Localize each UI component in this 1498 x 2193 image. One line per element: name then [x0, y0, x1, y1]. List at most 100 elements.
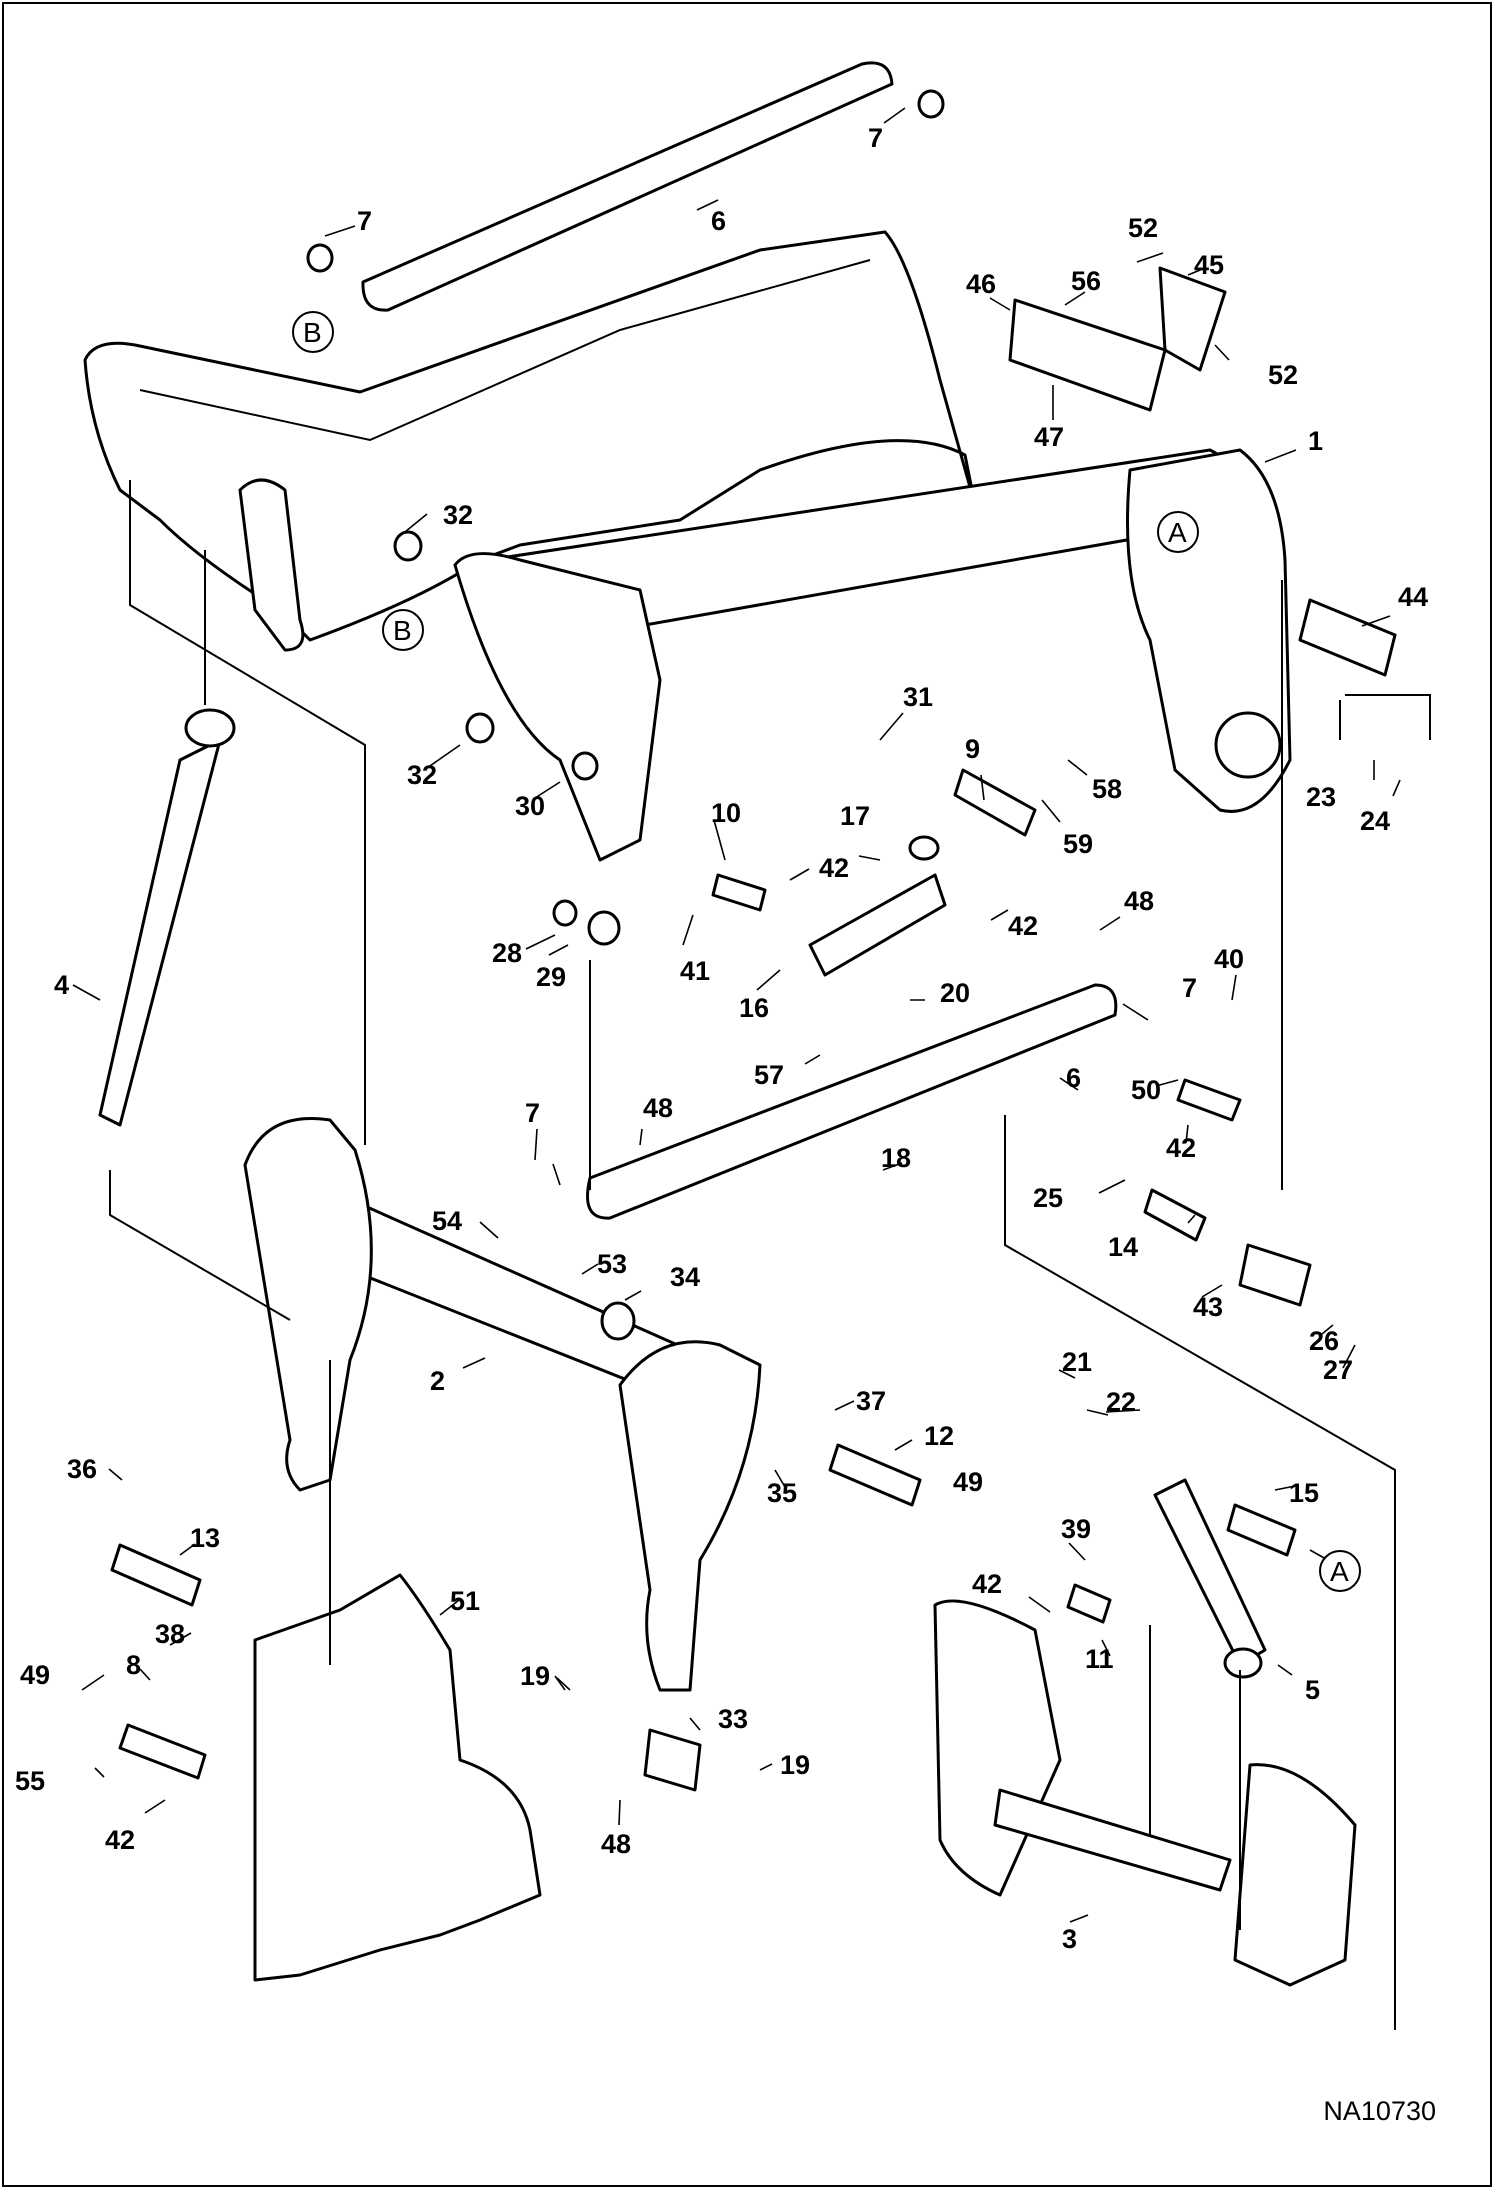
pin-13: [110, 1543, 202, 1607]
link-bar-upper: [361, 61, 894, 312]
pin-50: [1176, 1078, 1242, 1122]
callout-label: 59: [1063, 829, 1093, 859]
assembly-reference-lines: [109, 480, 1431, 2030]
sleeve-43: [1238, 1243, 1312, 1307]
callout-label: 12: [924, 1421, 954, 1451]
callout-label: 30: [515, 791, 545, 821]
callout-label: 49: [953, 1467, 983, 1497]
spacer-14: [1143, 1188, 1207, 1242]
callout-label: 58: [1092, 774, 1122, 804]
callout-label: 15: [1289, 1478, 1319, 1508]
cap-17: [908, 835, 940, 861]
callout-label: 23: [1306, 782, 1336, 812]
callout-label: 7: [868, 123, 883, 153]
callout-label: 17: [840, 801, 870, 831]
bracket-45: [1158, 266, 1227, 372]
tool-carrier-cross-tube: [993, 1788, 1232, 1892]
pin-8: [118, 1723, 207, 1780]
callout-label: 19: [520, 1661, 550, 1691]
callout-label: 52: [1268, 360, 1298, 390]
callout-label: 25: [1033, 1183, 1063, 1213]
right-plate-bore: [1214, 711, 1282, 779]
callout-label: 20: [940, 978, 970, 1008]
callout-label: 21: [1062, 1347, 1092, 1377]
svg-text:B: B: [303, 317, 322, 348]
callout-label: 3: [1062, 1924, 1077, 1954]
callout-label: 39: [1061, 1514, 1091, 1544]
arm-frame-inner-edge: [139, 259, 871, 442]
pin-12: [828, 1443, 922, 1507]
cylinder-5-eye: [1223, 1647, 1263, 1679]
callout-label: 57: [754, 1060, 784, 1090]
side-bracket-51: [253, 1573, 542, 1982]
callout-label: 49: [20, 1660, 50, 1690]
bushing-32-lower: [465, 712, 495, 744]
drawing-number: NA10730: [1323, 2096, 1436, 2126]
plate-56: [1008, 298, 1167, 412]
callout-label: 13: [190, 1523, 220, 1553]
callout-label: 44: [1398, 582, 1428, 612]
callout-label: 52: [1128, 213, 1158, 243]
bushing-34: [600, 1301, 636, 1341]
tower-right: [618, 1340, 762, 1692]
svg-text:A: A: [1330, 1556, 1349, 1587]
bushing-7-top: [917, 89, 945, 119]
callout-label: 32: [443, 500, 473, 530]
ref-marker-b-top: B: [292, 311, 334, 353]
callout-label: 51: [450, 1586, 480, 1616]
callout-label: 37: [856, 1386, 886, 1416]
callout-label: 24: [1360, 806, 1390, 836]
callout-label: 16: [739, 993, 769, 1023]
left-side-plate: [453, 552, 662, 862]
bushing-32-upper: [393, 530, 423, 562]
callout-label: 40: [1214, 944, 1244, 974]
pin-15: [1226, 1503, 1297, 1557]
callout-label: 48: [643, 1093, 673, 1123]
link-support-left: [238, 478, 305, 652]
callout-label: 34: [670, 1262, 700, 1292]
callout-label: 31: [903, 682, 933, 712]
bushing-44: [1298, 598, 1397, 677]
bushing-30: [571, 751, 599, 781]
callout-label: 53: [597, 1249, 627, 1279]
callout-label: 42: [1008, 911, 1038, 941]
callout-label: 29: [536, 962, 566, 992]
callout-label: 43: [1193, 1292, 1223, 1322]
bushing-29: [587, 910, 621, 946]
svg-text:B: B: [393, 615, 412, 646]
callout-leaders: [72, 107, 1401, 1923]
pin-9: [953, 768, 1037, 837]
callout-label: 56: [1071, 266, 1101, 296]
callout-label: 55: [15, 1766, 45, 1796]
callout-label: 41: [680, 956, 710, 986]
callout-label: 8: [126, 1650, 141, 1680]
channel-bracket-16: [808, 873, 947, 977]
callout-label: 48: [601, 1829, 631, 1859]
callout-label: 6: [711, 206, 726, 236]
callout-label: 54: [432, 1206, 462, 1236]
callout-label: 35: [767, 1478, 797, 1508]
callout-label: 14: [1108, 1232, 1138, 1262]
callout-label: 5: [1305, 1675, 1320, 1705]
callout-label: 46: [966, 269, 996, 299]
callout-label: 18: [881, 1143, 911, 1173]
callout-label: 1: [1308, 426, 1323, 456]
callout-label: 50: [1131, 1075, 1161, 1105]
callout-label: 47: [1034, 422, 1064, 452]
pin-11: [1066, 1583, 1112, 1624]
callout-label: 7: [357, 206, 372, 236]
callout-label: 26: [1309, 1326, 1339, 1356]
tower-left: [243, 1117, 373, 1492]
callout-label: 33: [718, 1704, 748, 1734]
callout-label: 10: [711, 798, 741, 828]
callout-label: 32: [407, 760, 437, 790]
callout-label: 6: [1066, 1063, 1081, 1093]
callout-label: 9: [965, 734, 980, 764]
callout-label: 42: [1166, 1133, 1196, 1163]
lift-arm-frame: [83, 230, 977, 642]
callout-label: 42: [819, 853, 849, 883]
callout-label: 2: [430, 1366, 445, 1396]
